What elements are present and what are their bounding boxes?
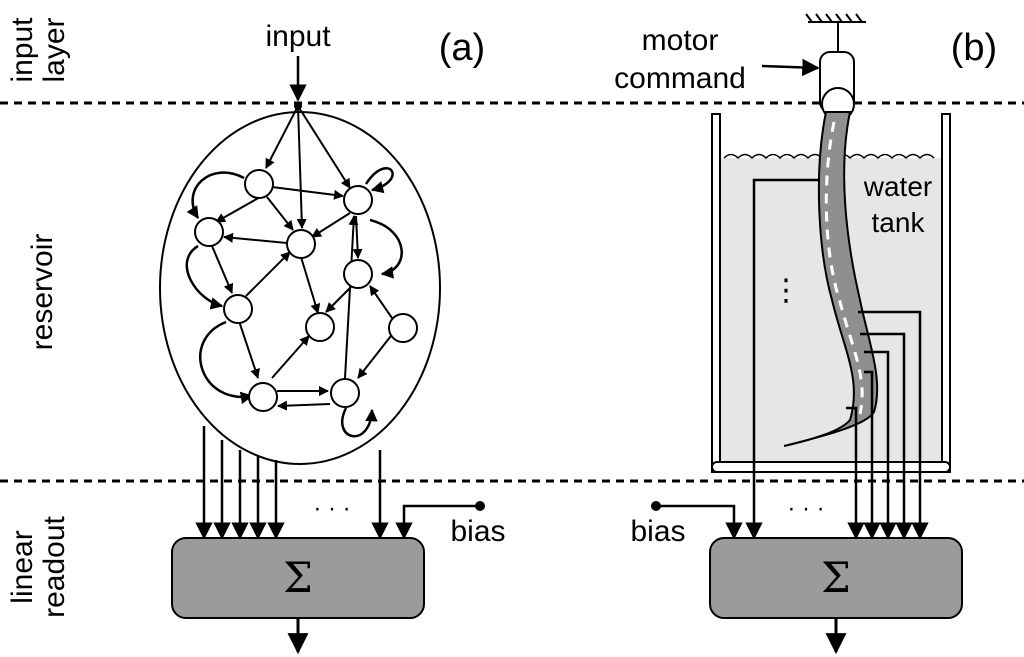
tank-label-line1: water [863,171,932,202]
bias-node-a [475,501,485,511]
panel-b: (b) motor command water tank [614,13,997,655]
layer-label-readout: linear readout [6,515,71,617]
neuron [343,259,373,289]
reservoir-connections [211,186,395,411]
neuron [330,378,360,408]
panel-b-tag: (b) [951,27,997,69]
reservoir-self-loops [185,167,403,438]
motor-label-line2: command [614,62,746,95]
vertical-ellipsis-b: ⋮ [771,274,801,307]
ellipsis-a: · · · [313,495,350,522]
layer-label-reservoir: reservoir [26,234,59,351]
neuron [286,229,316,259]
neuron [343,185,373,215]
layer-label-readout-line1: linear [6,530,39,603]
panel-a-tag: (a) [439,27,485,69]
sum-symbol-b: Σ [821,553,851,602]
readout-connections-b [656,178,929,540]
soft-body [783,111,879,447]
panel-a: (a) input [159,20,506,655]
neuron [305,312,335,342]
neuron [194,217,224,247]
neuron [223,294,253,324]
sum-symbol-a: Σ [283,553,313,602]
layer-label-input: input layer [6,17,71,83]
tank-walls [711,113,951,473]
bias-label-b: bias [630,515,685,548]
reservoir-neurons [194,169,418,412]
layer-label-input-line1: input [6,17,39,83]
neuron [388,313,418,343]
neuron [248,382,278,412]
bias-node-b [651,501,661,511]
ellipsis-b: · · · [787,495,824,522]
layer-label-readout-line2: readout [38,515,71,617]
neuron [244,169,274,199]
ceiling-mount [805,13,866,52]
readout-connections-a [195,426,480,540]
sensor-strip [824,121,864,415]
input-connections [265,105,351,229]
tank-label-line2: tank [872,207,926,238]
motor-arrow [761,58,820,77]
layer-label-reservoir-text: reservoir [26,234,59,351]
bias-label-a: bias [450,515,505,548]
panel-a-input-label: input [265,20,331,53]
motor-label-line1: motor [642,24,719,57]
layer-label-input-line2: layer [38,17,71,82]
